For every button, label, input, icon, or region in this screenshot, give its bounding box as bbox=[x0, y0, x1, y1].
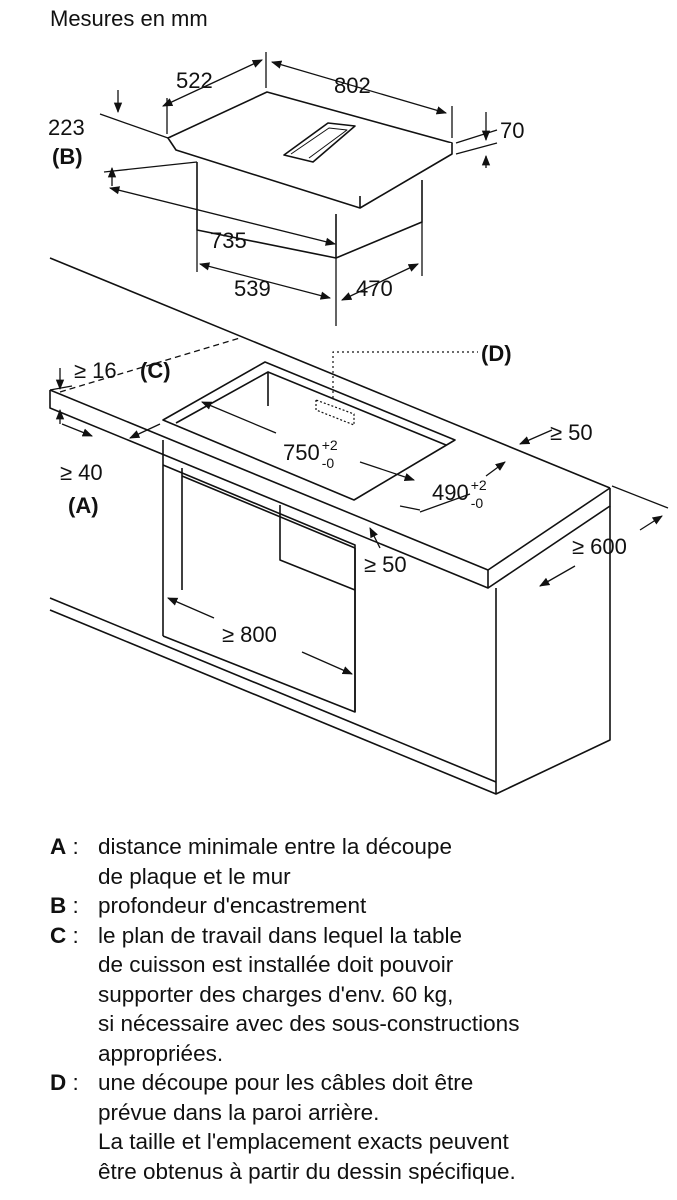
legend-line: distance minimale entre la découpe bbox=[98, 834, 452, 859]
cutout-depth-label: 490+2-0 bbox=[432, 477, 487, 511]
cabinet-right bbox=[495, 506, 611, 795]
legend-key: B : bbox=[50, 893, 79, 918]
legend-entry: C : le plan de travail dans lequel la tab… bbox=[50, 921, 670, 1069]
hob-vent-slot bbox=[283, 122, 356, 163]
legend-line: si nécessaire avec des sous-construction… bbox=[98, 1011, 520, 1036]
hob-depth-label: 522 bbox=[176, 68, 213, 93]
legend-entry: B : profondeur d'encastrement bbox=[50, 891, 670, 921]
front-clearance-label: ≥ 50 bbox=[364, 552, 407, 577]
diagram-title: Mesures en mm bbox=[50, 6, 208, 31]
cable-cutout-key: (D) bbox=[481, 341, 512, 366]
glass-depth-key: (B) bbox=[52, 144, 83, 169]
countertop-drawing bbox=[49, 257, 611, 795]
legend-line: le plan de travail dans lequel la table bbox=[98, 922, 462, 948]
legend-text: le plan de travail dans lequel la table d… bbox=[98, 921, 670, 1069]
cabinet-base bbox=[49, 597, 497, 783]
legend-line: profondeur d'encastrement bbox=[98, 893, 367, 918]
legend-key-letter: D bbox=[50, 1070, 67, 1095]
oven-opening bbox=[162, 464, 356, 713]
hob-width-label: 802 bbox=[334, 73, 371, 98]
legend-line: une découpe pour les câbles doit être bbox=[98, 1070, 474, 1095]
legend-text: profondeur d'encastrement bbox=[98, 891, 670, 921]
legend-line: de cuisson est installée doit pouvoir bbox=[98, 952, 454, 977]
body-offset-label: 470 bbox=[356, 276, 393, 301]
cabinet-width-label: ≥ 800 bbox=[222, 622, 277, 647]
legend-line: de plaque et le mur bbox=[98, 863, 291, 889]
hob-thickness-label: 70 bbox=[500, 118, 524, 143]
wall-distance-key: (A) bbox=[68, 493, 99, 518]
cutout-dimensions bbox=[49, 337, 669, 675]
legend-entry: A : distance minimale entre la découpe de … bbox=[50, 832, 670, 891]
glass-depth-label: 223 bbox=[48, 115, 85, 140]
legend-key-letter: B bbox=[50, 893, 67, 918]
legend-line: prévue dans la paroi arrière. bbox=[98, 1099, 380, 1125]
legend-key: D : bbox=[50, 1070, 79, 1095]
body-depth-label: 539 bbox=[234, 276, 271, 301]
legend-text: distance minimale entre la découpe de pla… bbox=[98, 832, 670, 891]
legend-key: A : bbox=[50, 834, 79, 859]
counter-depth-label: ≥ 600 bbox=[572, 534, 627, 559]
legend-entry: D : une découpe pour les câbles doit être… bbox=[50, 1068, 670, 1186]
legend-line: supporter des charges d'env. 60 kg, bbox=[98, 981, 454, 1007]
counter-cutout bbox=[162, 361, 456, 501]
legend-key-letter: A bbox=[50, 834, 67, 859]
hob-dimensions bbox=[99, 52, 498, 326]
cutout-width-label: 750+2-0 bbox=[283, 437, 338, 471]
counter-thickness-label: ≥ 16 bbox=[74, 358, 117, 383]
legend-key: C : bbox=[50, 922, 79, 948]
counter-front-face bbox=[49, 390, 489, 589]
counter-thickness-key: (C) bbox=[140, 358, 171, 383]
counter-back-edge bbox=[49, 257, 611, 489]
side-clearance-label: ≥ 50 bbox=[550, 420, 593, 445]
body-width-label: 735 bbox=[210, 228, 247, 253]
wall-distance-label: ≥ 40 bbox=[60, 460, 103, 485]
legend-line: être obtenus à partir du dessin spécifiq… bbox=[98, 1158, 516, 1184]
installation-diagram: Mesures en mm bbox=[48, 6, 669, 795]
legend-text: une découpe pour les câbles doit être pré… bbox=[98, 1068, 670, 1186]
legend-key-letter: C bbox=[50, 922, 67, 948]
legend-line: La taille et l'emplacement exacts peuven… bbox=[98, 1129, 509, 1154]
legend-line: appropriées. bbox=[98, 1040, 224, 1066]
legend: A : distance minimale entre la découpe de … bbox=[50, 832, 670, 1186]
